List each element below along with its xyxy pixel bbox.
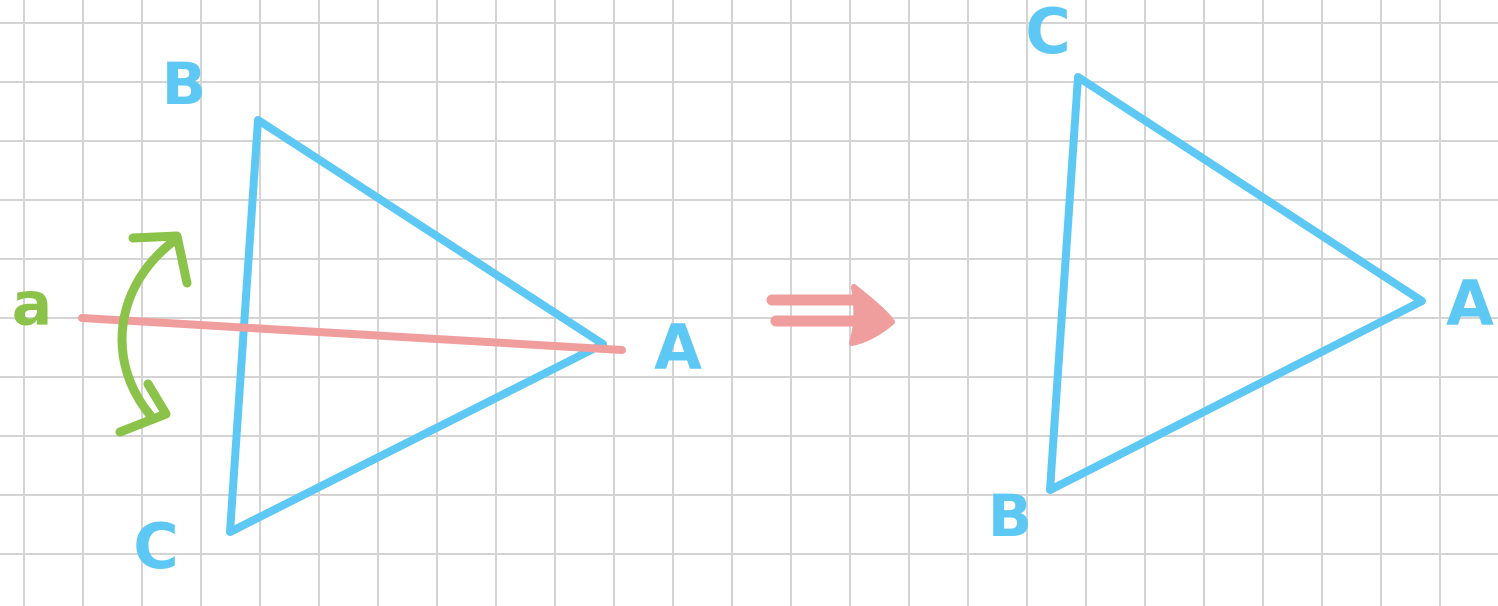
left-figure: a B A C bbox=[12, 50, 702, 583]
right-vertex-label-c: C bbox=[1025, 0, 1071, 68]
axis-label: a bbox=[12, 270, 53, 340]
left-vertex-label-a: A bbox=[654, 311, 702, 384]
left-triangle bbox=[226, 116, 607, 536]
left-vertex-label-b: B bbox=[162, 50, 206, 118]
right-vertex-label-a: A bbox=[1446, 267, 1494, 340]
curved-double-arrow-icon bbox=[115, 231, 192, 437]
symmetry-axis-line bbox=[78, 314, 626, 354]
right-triangle bbox=[1046, 73, 1426, 494]
right-vertex-label-b: B bbox=[988, 482, 1032, 550]
double-arrow-right-icon bbox=[766, 284, 895, 346]
left-vertex-label-c: C bbox=[133, 510, 179, 583]
right-figure: C A B bbox=[988, 0, 1494, 550]
